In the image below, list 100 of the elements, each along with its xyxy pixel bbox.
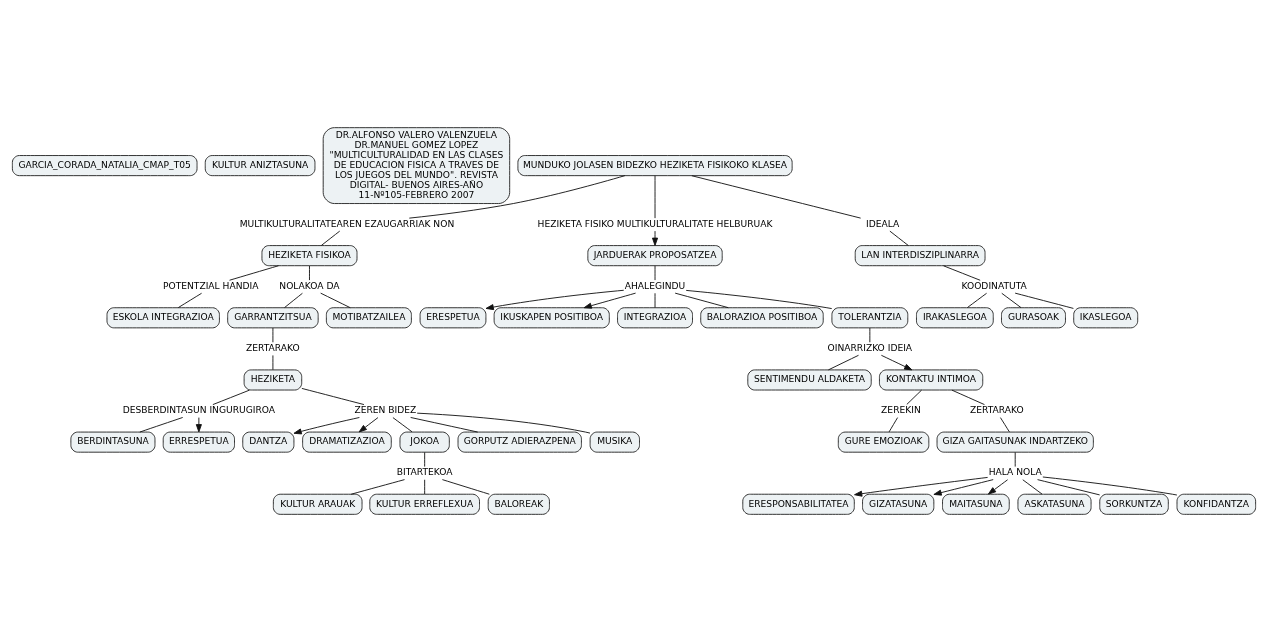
connector [906,389,922,405]
connector [943,264,981,281]
connector [889,230,909,246]
arrow [195,416,202,432]
node-box: GIZA GAITASUNAK INDARTZEKO [936,431,1094,453]
arrow [583,292,637,309]
node-text: ZERTARAKO [246,342,300,353]
node-box: HEZIKETA [243,368,303,390]
arrow [358,416,379,432]
connector [1022,478,1043,495]
connector [441,478,490,495]
connector [350,478,405,495]
node-box: BALOREAK [487,493,550,515]
connector [272,354,274,370]
node-box: TOLERANTZIA [831,306,909,328]
connector [320,292,351,308]
node-box: ERESPONSABILITATEA [742,493,855,515]
node-box: KULTUR ARAUAK [272,493,363,515]
connector [654,174,656,219]
connector [691,174,862,219]
connector [674,292,729,308]
node-box: GURASOAK [1001,306,1066,328]
node-box: MAITASUNA [942,493,1010,515]
connector [320,230,341,246]
node-text: MULTIKULTURALITATEAREN EZAUGARRIAK NON [239,218,455,229]
node-box: KONTAKTU INTIMOA [879,368,984,390]
node-text: POTENTZIAL HANDIA [163,280,259,291]
node-box: DRAMATIZAZIOA [302,431,392,453]
connector [685,289,833,309]
node-box: DANTZA [242,431,295,453]
connector [869,327,871,343]
connector [301,387,365,405]
node-text: BITARTEKOA [396,466,453,477]
node-text: HEZIKETA FISIKO MULTIKULTURALITATE HELBURUAK [537,218,773,229]
node-box: IKASLEGOA [1073,306,1139,328]
node-text: HALA NOLA [988,466,1042,477]
node-box: ESKOLA INTEGRAZIOA [106,306,220,328]
node-text: ZEREKIN [881,404,921,415]
node-box: GARRANTZITSUA [227,306,319,328]
connector [177,292,203,308]
node-text: IDEALA [866,218,900,229]
node-box: SENTIMENDU ALDAKETA [747,368,872,390]
node-box: BERDINTASUNA [70,431,156,453]
node-box: JARDUERAK PROPOSATZEA [587,244,723,266]
node-box: KULTUR ERREFLEXUA [369,493,480,515]
connector [272,327,274,343]
arrow [933,478,994,496]
connector [654,264,656,281]
connector [1042,476,1178,495]
connector [229,264,279,281]
node-box: KULTUR ANIZTASUNA [204,154,316,176]
connector [424,451,426,467]
node-box: SORKUNTZA [1099,493,1169,515]
node-box: INTEGRAZIOA [617,306,693,328]
node-box: GORPUTZ ADIERAZPENA [457,431,582,453]
arrow [652,230,659,246]
node-text: KOODINATUTA [961,280,1027,291]
node-text: ZERTARAKO [970,404,1024,415]
node-box: MUSIKA [589,431,640,453]
arrow [880,354,913,370]
node-box: IKUSKAPEN POSITIBOA [493,306,610,328]
connector [139,416,184,432]
connector [1037,478,1101,495]
node-box: ERRESPETUA [162,431,235,453]
connector [284,292,303,308]
connector [408,174,626,219]
node-box: IRAKASLEGOA [916,306,994,328]
node-box: BALORAZIOA POSITIBOA [700,306,824,328]
node-box: MOTIBATZAILEA [325,306,412,328]
arrow [854,476,989,497]
node-box: ERESPETUA [419,306,487,328]
node-box: KONFIDANTZA [1176,493,1257,515]
arrow [485,289,625,310]
node-box: MUNDUKO JOLASEN BIDEZKO HEZIKETA FISIKOKO KLASEA [517,154,793,176]
node-text: OINARRIZKO IDEIA [827,342,913,353]
node-box: ASKATASUNA [1017,493,1092,515]
node-box: JOKOA [399,431,450,453]
connector [212,389,250,405]
node-text: AHALEGINDU [624,280,686,291]
connector [951,389,985,405]
node-text: DESBERDINTASUN INGURUGIROA [122,404,276,415]
connector [1000,416,1010,432]
connector [1001,292,1022,308]
node-box: DR.ALFONSO VALERO VALENZUELA DR.MANUEL GOMEZ LOPEZ "MULTICULTURALIDAD EN LAS CLASES DE EDUCACION FISICA A TRAVES DE LOS JUEGOS DEL MUNDO". REVISTA DIGITAL- BUENOS AIRES-AÑO 11-Nº105-FEBRERO 2007 [322,126,511,204]
connector [1014,292,1074,309]
node-box: GIZATASUNA [862,493,935,515]
connector [888,416,899,432]
arrow [293,416,360,434]
connector [654,292,656,308]
connector [309,264,310,281]
node-text: NOLAKOA DA [279,280,340,291]
node-box: HEZIKETA FISIKOA [261,244,358,266]
node-box: GURE EMOZIOAK [837,431,930,453]
connector [966,292,988,308]
connector [424,478,426,495]
connector [827,354,859,370]
arrow [987,478,1009,495]
node-box: GARCIA_CORADA_NATALIA_CMAP_T05 [11,154,198,176]
connector [416,412,591,434]
node-box: LAN INTERDISZIPLINARRA [854,244,986,266]
